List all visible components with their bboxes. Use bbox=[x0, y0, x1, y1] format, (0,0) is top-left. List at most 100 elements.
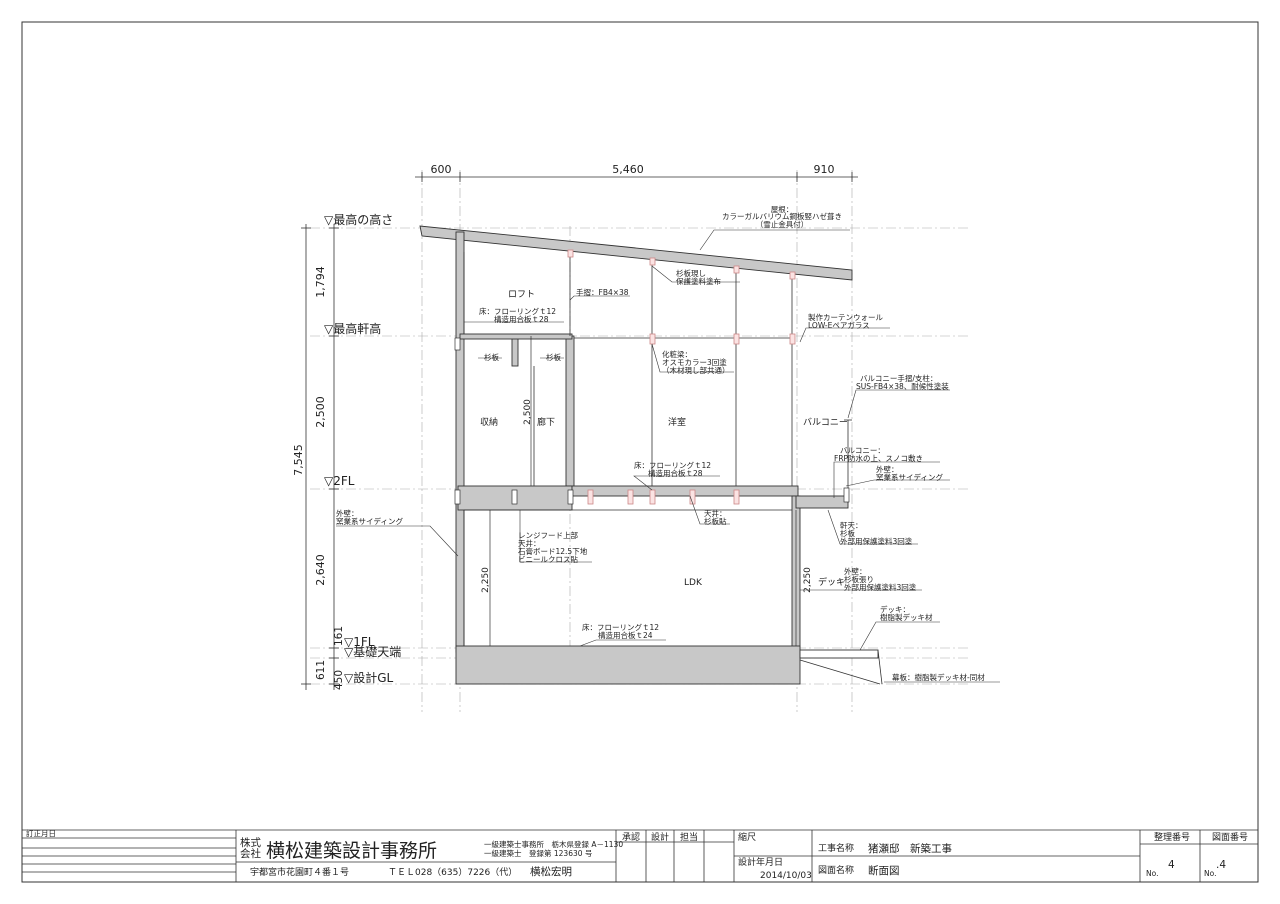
leader-lines bbox=[336, 229, 1000, 683]
note-ext-wall-right-2: 窯業系サイディング bbox=[876, 472, 943, 482]
dim-top-5460: 5,460 bbox=[612, 163, 644, 176]
note-ext-wall-deck-2: 杉板張り bbox=[844, 574, 874, 584]
dim-left-450: 450 bbox=[333, 670, 345, 690]
drawing-no-label: No. bbox=[1204, 869, 1216, 878]
note-ext-wall-left-1: 外壁： bbox=[336, 508, 359, 518]
registration-2: 一級建築士 登録第 123630 号 bbox=[484, 848, 592, 858]
dim-left-2500: 2,500 bbox=[314, 396, 327, 428]
hallway-stub-wall bbox=[511, 335, 519, 367]
room-balcony: バルコニー bbox=[803, 417, 848, 428]
note-roof-1: 屋根： bbox=[771, 204, 794, 214]
note-skirting: 幕板：樹脂製デッキ材-同材 bbox=[892, 672, 985, 682]
left-exterior-wall bbox=[455, 231, 465, 653]
note-curtain-wall-2: LOW-Eペアガラス bbox=[808, 320, 870, 330]
sheet-number-label: 整理番号 bbox=[1154, 831, 1190, 843]
dim-inner-ldk-left: 2,250 bbox=[481, 567, 491, 593]
note-roof-3: （雪止金具付） bbox=[756, 219, 809, 229]
note-loft-floor-2: 構造用合板ｔ28 bbox=[494, 314, 549, 324]
in-charge-label: 担当 bbox=[680, 831, 698, 843]
note-loft-ceiling-1: 杉板現し bbox=[676, 268, 706, 278]
drawing-name: 断面図 bbox=[868, 864, 900, 877]
sheet-number: 4 bbox=[1168, 859, 1175, 871]
building-section bbox=[419, 225, 879, 685]
beam-markers bbox=[567, 249, 796, 505]
note-balcony-rail-2: SUS-FB4×38、耐候性塗装 bbox=[856, 381, 949, 391]
note-range-hood-3: 石膏ボード12.5下地 bbox=[518, 546, 588, 556]
level-1fl: ▽1FL bbox=[344, 635, 375, 649]
room-loft: ロフト bbox=[508, 290, 535, 300]
room-deck: デッキ bbox=[818, 576, 845, 588]
note-beam-1: 化粧梁： bbox=[662, 349, 692, 359]
note-ceiling-2: 杉板貼 bbox=[704, 516, 727, 526]
project-label: 工事名称 bbox=[818, 842, 854, 854]
note-handrail: 手摺：FB4×38 bbox=[576, 287, 629, 297]
note-sugi-right: 杉板 bbox=[546, 352, 561, 362]
company-name: 横松建築設計事務所 bbox=[266, 840, 437, 862]
company-prefix-2: 会社 bbox=[240, 847, 261, 860]
company-address: 宇都宮市花園町４番１号 bbox=[250, 866, 349, 878]
note-range-hood-1: レンジフード上部 bbox=[518, 530, 578, 540]
note-ext-wall-right-1: 外壁： bbox=[876, 464, 899, 474]
note-ext-wall-deck-3: 外部用保護塗料3回塗 bbox=[844, 582, 917, 592]
top-dimension bbox=[415, 172, 858, 182]
note-deck-1: デッキ： bbox=[880, 604, 910, 614]
note-soffit-2: 杉板 bbox=[840, 528, 855, 538]
dim-left-611: 611 bbox=[315, 660, 327, 680]
note-balcony-floor-1: バルコニー： bbox=[840, 446, 885, 455]
architect-name: 横松宏明 bbox=[530, 865, 572, 878]
left-dimension bbox=[301, 224, 339, 690]
note-loft-floor-1: 床：フローリングｔ12 bbox=[479, 306, 556, 316]
roof-slab bbox=[419, 225, 853, 281]
note-soffit-1: 軒天： bbox=[840, 521, 863, 530]
joist-markers bbox=[454, 337, 850, 505]
registration-1: 一級建築士事務所 栃木県登録 A－1130 bbox=[484, 839, 623, 849]
drawing-number: .4 bbox=[1216, 859, 1226, 871]
note-balcony-rail-1: バルコニー手摺/支柱： bbox=[860, 373, 937, 383]
note-beam-2: オスモカラー3回塗 bbox=[662, 357, 727, 367]
sheet-border bbox=[21, 21, 1259, 883]
note-fl1-floor-1: 床：フローリングｔ12 bbox=[582, 622, 659, 632]
project-name: 猪瀬邸 新築工事 bbox=[868, 842, 952, 855]
note-sugi-left: 杉板 bbox=[484, 352, 499, 362]
dim-top-910: 910 bbox=[814, 163, 835, 176]
note-fl2-floor-1: 床：フローリングｔ12 bbox=[634, 460, 711, 470]
note-roof-2: カラーガルバリウム鋼板竪ハゼ葺き bbox=[722, 211, 842, 221]
scale-label: 縮尺 bbox=[738, 831, 756, 843]
approval-label: 承認 bbox=[622, 831, 640, 843]
note-beam-3: （木材現し部共通） bbox=[662, 365, 730, 375]
inner-dimension bbox=[489, 336, 797, 646]
note-curtain-wall-1: 製作カーテンウォール bbox=[808, 312, 883, 322]
design-date: 2014/10/03 bbox=[760, 871, 812, 881]
note-deck-2: 樹脂製デッキ材 bbox=[880, 612, 933, 622]
note-balcony-floor-2: FRP防水の上、スノコ敷き bbox=[834, 453, 923, 463]
dim-left-1794: 1,794 bbox=[314, 266, 327, 298]
fl2-floor-main bbox=[571, 485, 799, 497]
drawing-label: 図面名称 bbox=[818, 864, 854, 876]
note-loft-ceiling-2: 保護塗料塗布 bbox=[676, 276, 721, 286]
note-range-hood-4: ビニールクロス貼 bbox=[518, 554, 578, 564]
note-soffit-3: 外部用保護塗料3回塗 bbox=[840, 536, 913, 546]
hallway-wall bbox=[565, 335, 575, 487]
dim-inner-hallway: 2,500 bbox=[523, 399, 533, 425]
level-2fl: ▽2FL bbox=[324, 474, 355, 488]
note-ext-wall-left-2: 窯業系サイディング bbox=[336, 516, 403, 526]
dim-inner-ldk-right: 2,250 bbox=[803, 567, 813, 593]
foundation bbox=[455, 645, 801, 685]
room-western: 洋室 bbox=[668, 416, 686, 428]
note-range-hood-2: 天井： bbox=[518, 538, 541, 548]
loft-floor bbox=[459, 333, 573, 340]
level-max-eave: ▽最高軒高 bbox=[324, 321, 381, 336]
note-fl1-floor-2: 構造用合板ｔ24 bbox=[598, 630, 653, 640]
dim-left-2640: 2,640 bbox=[314, 554, 327, 586]
dim-top-600: 600 bbox=[431, 163, 452, 176]
note-ceiling-1: 天井： bbox=[704, 508, 727, 518]
deck-board bbox=[799, 649, 879, 659]
balcony-slab bbox=[795, 495, 849, 509]
drawing-number-label: 図面番号 bbox=[1212, 831, 1248, 843]
title-block-frame bbox=[22, 829, 1258, 882]
sheet-no-label: No. bbox=[1146, 869, 1158, 878]
revision-label: 訂正月日 bbox=[26, 828, 56, 838]
design-label: 設計 bbox=[651, 831, 669, 843]
dim-left-161: 161 bbox=[333, 626, 345, 646]
